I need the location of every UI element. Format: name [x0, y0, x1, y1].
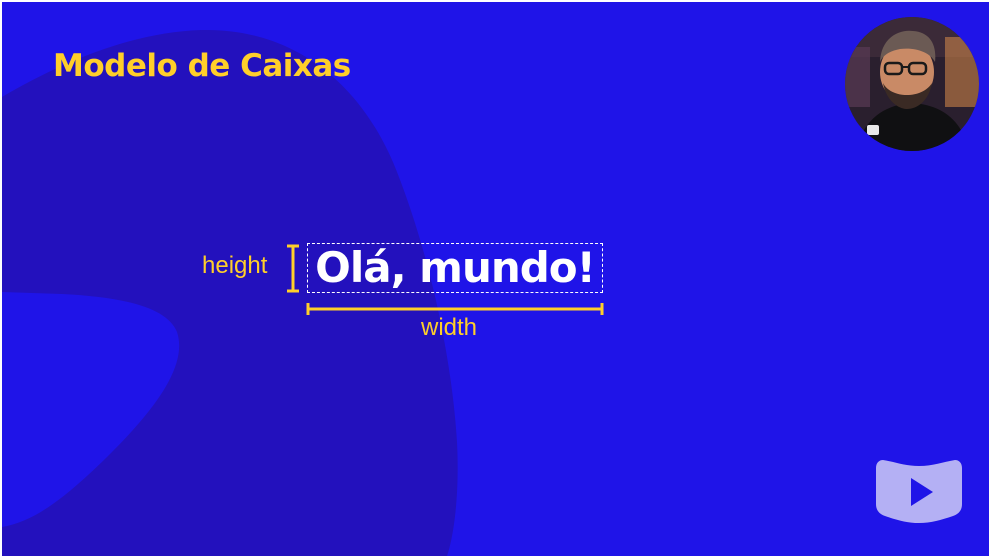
- demo-text: Olá, mundo!: [315, 243, 596, 292]
- height-marker: [287, 244, 299, 293]
- play-logo-icon: [876, 460, 962, 523]
- content-box: Olá, mundo!: [307, 243, 603, 293]
- width-marker: [306, 303, 604, 315]
- width-label: width: [421, 314, 478, 341]
- slide-title: Modelo de Caixas: [53, 48, 351, 84]
- height-label: height: [202, 252, 268, 279]
- presenter-avatar: [845, 17, 979, 151]
